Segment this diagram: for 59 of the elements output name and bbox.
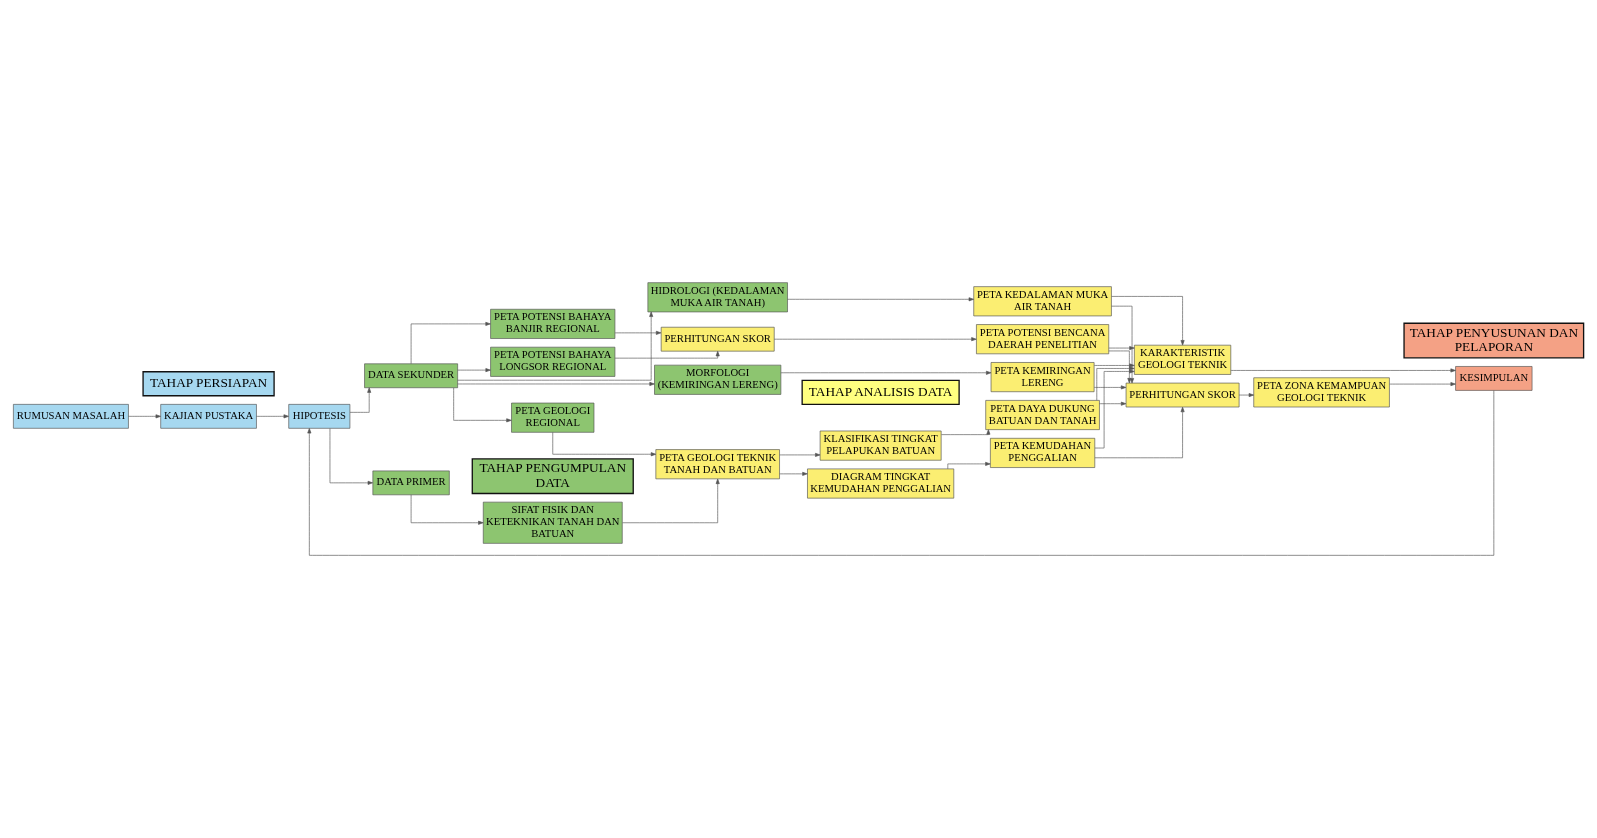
node-box: KESIMPULAN [1455, 366, 1533, 391]
arrow [457, 311, 654, 381]
arrow [1094, 406, 1185, 459]
node-box: KARAKTERISTIK GEOLOGI TEKNIK [1134, 344, 1232, 375]
arrow [410, 494, 484, 525]
node-box: PETA ZONA KEMAMPUAN GEOLOGI TEKNIK [1253, 377, 1390, 408]
arrow [552, 432, 657, 457]
node-box: KLASIFIKASI TINGKAT PELAPUKAN BATUAN [819, 430, 942, 461]
arrow [453, 387, 512, 423]
node-box: DATA SEKUNDER [364, 363, 458, 389]
arrow [307, 390, 1495, 556]
node-box: PETA KEMIRINGAN LERENG [990, 362, 1095, 393]
node-box: HIPOTESIS [288, 404, 351, 429]
arrow [256, 414, 289, 419]
node-box: PETA POTENSI BENCANA DAERAH PENELITIAN [976, 324, 1110, 355]
node-box: TAHAP PENYUSUNAN DAN PELAPORAN [1403, 322, 1585, 359]
arrow [329, 428, 373, 485]
arrow [349, 387, 372, 413]
arrow [1389, 382, 1456, 387]
arrow [773, 337, 977, 342]
node-box: PETA GEOLOGI TEKNIK TANAH DAN BATUAN [655, 449, 780, 480]
arrow [614, 350, 720, 359]
node-box: RUMUSAN MASALAH [13, 404, 129, 429]
arrow [1108, 346, 1135, 351]
arrow [1230, 368, 1456, 373]
node-box: PETA POTENSI BAHAYA BANJIR REGIONAL [490, 308, 616, 339]
node-box: TAHAP PENGUMPULAN DATA [471, 458, 634, 495]
arrow [780, 370, 992, 375]
arrow [1099, 401, 1127, 406]
arrow [779, 471, 808, 476]
node-box: PETA KEMUDAHAN PENGGALIAN [990, 437, 1096, 468]
arrow [128, 414, 161, 419]
node-box: KAJIAN PUSTAKA [160, 404, 257, 429]
node-box: PETA POTENSI BAHAYA LONGSOR REGIONAL [490, 346, 616, 377]
node-box: PERHITUNGAN SKOR [660, 326, 775, 352]
arrow [622, 478, 720, 524]
arrow [457, 368, 491, 373]
node-box: DATA PRIMER [372, 470, 450, 496]
node-box: TAHAP ANALISIS DATA [801, 379, 960, 406]
node-box: PERHITUNGAN SKOR [1125, 382, 1240, 408]
arrow [410, 321, 491, 365]
arrow [779, 452, 821, 457]
arrow [787, 297, 974, 302]
arrow [614, 330, 662, 335]
node-box: PETA KEDALAMAN MUKA AIR TANAH [973, 286, 1112, 317]
arrow [1108, 350, 1132, 384]
node-box: HIDROLOGI (KEDALAMAN MUKA AIR TANAH) [647, 282, 788, 313]
node-box: DIAGRAM TINGKAT KEMUDAHAN PENGGALIAN [807, 468, 955, 499]
node-box: MORFOLOGI (KEMIRINGAN LERENG) [654, 364, 782, 395]
arrow [941, 429, 991, 435]
node-box: SIFAT FISIK DAN KETEKNIKAN TANAH DAN BATUAN [482, 501, 623, 544]
arrow [1238, 393, 1255, 398]
node-box: PETA DAYA DUKUNG BATUAN DAN TANAH [985, 400, 1100, 430]
node-box: TAHAP PERSIAPAN [142, 371, 275, 397]
node-box: PETA GEOLOGI REGIONAL [511, 402, 595, 433]
arrow [457, 382, 655, 386]
arrow [1111, 296, 1185, 346]
arrow [1093, 385, 1127, 390]
arrow [947, 461, 991, 470]
